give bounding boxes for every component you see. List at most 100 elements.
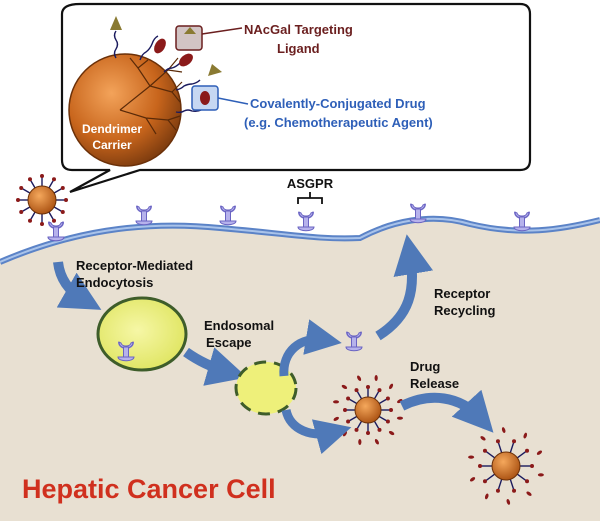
- drug-release-arrow: [399, 389, 494, 433]
- drug-tip: [52, 218, 56, 223]
- carrier-label-line2: Carrier: [92, 138, 132, 152]
- dendrimer-outside: [16, 174, 68, 226]
- asgpr-receptor: [297, 211, 315, 232]
- released-drug: [469, 477, 476, 482]
- drug-tip: [525, 448, 530, 453]
- released-drug: [358, 438, 362, 445]
- drug-tip: [52, 177, 56, 182]
- drug-tip: [64, 198, 68, 202]
- released-drug: [480, 436, 486, 441]
- drug-tip: [40, 222, 44, 226]
- released-drug: [526, 491, 532, 496]
- escape-label-line2: Escape: [206, 335, 252, 350]
- drug-tip: [19, 210, 24, 214]
- spoke: [484, 473, 496, 482]
- released-drug: [396, 416, 403, 420]
- endocytosis-arrow: [53, 261, 102, 310]
- drug-tip: [60, 210, 65, 214]
- asgpr-receptor: [135, 205, 153, 226]
- released-drug: [484, 493, 489, 500]
- released-drug: [397, 399, 403, 404]
- released-drug: [357, 375, 362, 381]
- released-drug: [506, 499, 511, 505]
- nacgal-ligand-icon: [110, 16, 122, 30]
- released-drug: [333, 400, 340, 404]
- drug-tip: [512, 439, 517, 444]
- release-label-line2: Release: [410, 376, 459, 391]
- drug-molecule-icon: [179, 53, 193, 67]
- released-drug: [389, 383, 394, 390]
- dendrimer-released: [468, 427, 544, 505]
- bound-receptor: [47, 221, 65, 242]
- asgpr-bracket: [297, 192, 323, 204]
- released-drug: [501, 427, 506, 433]
- cell-body: [0, 215, 600, 521]
- drug-tip: [525, 479, 530, 484]
- drug-tip: [346, 419, 351, 424]
- drug-tip: [495, 488, 500, 493]
- nacgal-ligand-icon: [208, 64, 222, 76]
- cytoplasm: [0, 218, 600, 521]
- endocytosis-label-line2: Endocytosis: [76, 275, 153, 290]
- asgpr-receptor: [409, 203, 427, 224]
- released-drug: [536, 450, 543, 455]
- dendrimer-core: [491, 451, 521, 481]
- carrier-label-line1: Dendrimer: [82, 122, 142, 136]
- dendrimer-core: [27, 185, 57, 215]
- drug-tip: [377, 427, 382, 432]
- drug-tip: [28, 218, 32, 223]
- drug-pointer: [191, 85, 249, 111]
- recycling-label-line1: Receptor: [434, 286, 490, 301]
- released-drug: [374, 439, 379, 445]
- drug-molecule-icon: [154, 38, 166, 54]
- cell-label: Hepatic Cancer Cell: [22, 474, 276, 504]
- drug-tip: [377, 388, 382, 393]
- release-label-line1: Drug: [410, 359, 440, 374]
- drug-tip: [19, 186, 24, 190]
- dendrimer-core: [354, 396, 382, 424]
- recycling-label-line2: Recycling: [434, 303, 495, 318]
- released-drug: [468, 455, 475, 459]
- drug-tip: [346, 396, 351, 401]
- drug-tip: [366, 431, 370, 435]
- released-drug: [523, 432, 528, 439]
- escape-label-line1: Endosomal: [204, 318, 274, 333]
- callout-bubble: [60, 2, 532, 194]
- drug-tip: [495, 439, 500, 444]
- drug-tip: [28, 177, 32, 182]
- drug-tip: [482, 448, 487, 453]
- drug-tip: [60, 186, 65, 190]
- drug-tip: [478, 464, 482, 468]
- drug-tip: [343, 408, 347, 412]
- recycling-arrow: [375, 234, 434, 341]
- dendrimer-escaped: [333, 375, 403, 445]
- drug-tip: [385, 396, 390, 401]
- drug-tip: [354, 427, 359, 432]
- drug-label-line2: (e.g. Chemotherapeutic Agent): [244, 115, 433, 130]
- drug-tip: [385, 419, 390, 424]
- released-drug: [341, 384, 348, 389]
- drug-tip: [366, 385, 370, 389]
- ligand-label-line1: NAcGal Targeting: [244, 22, 353, 37]
- endocytosis-label-line1: Receptor-Mediated: [76, 258, 193, 273]
- dendrimer-carrier-large: [68, 53, 183, 167]
- spoke: [516, 473, 528, 482]
- ligand-heads: [110, 16, 222, 76]
- drug-label-line1: Covalently-Conjugated Drug: [250, 96, 426, 111]
- drug-tip: [389, 408, 393, 412]
- escape-arrow-down: [281, 408, 352, 455]
- drug-tip: [512, 488, 517, 493]
- drug-tip: [482, 479, 487, 484]
- to-escape-arrow: [183, 347, 248, 386]
- drug-tip: [40, 174, 44, 178]
- released-drug: [537, 473, 544, 477]
- ligand-pointer: [175, 25, 243, 51]
- spoke: [484, 450, 496, 459]
- asgpr-receptor: [513, 211, 531, 232]
- released-drug: [374, 375, 378, 382]
- asgpr-receptor: [219, 205, 237, 226]
- endosome: [96, 296, 188, 372]
- drug-tip: [354, 388, 359, 393]
- drug-tip: [530, 464, 534, 468]
